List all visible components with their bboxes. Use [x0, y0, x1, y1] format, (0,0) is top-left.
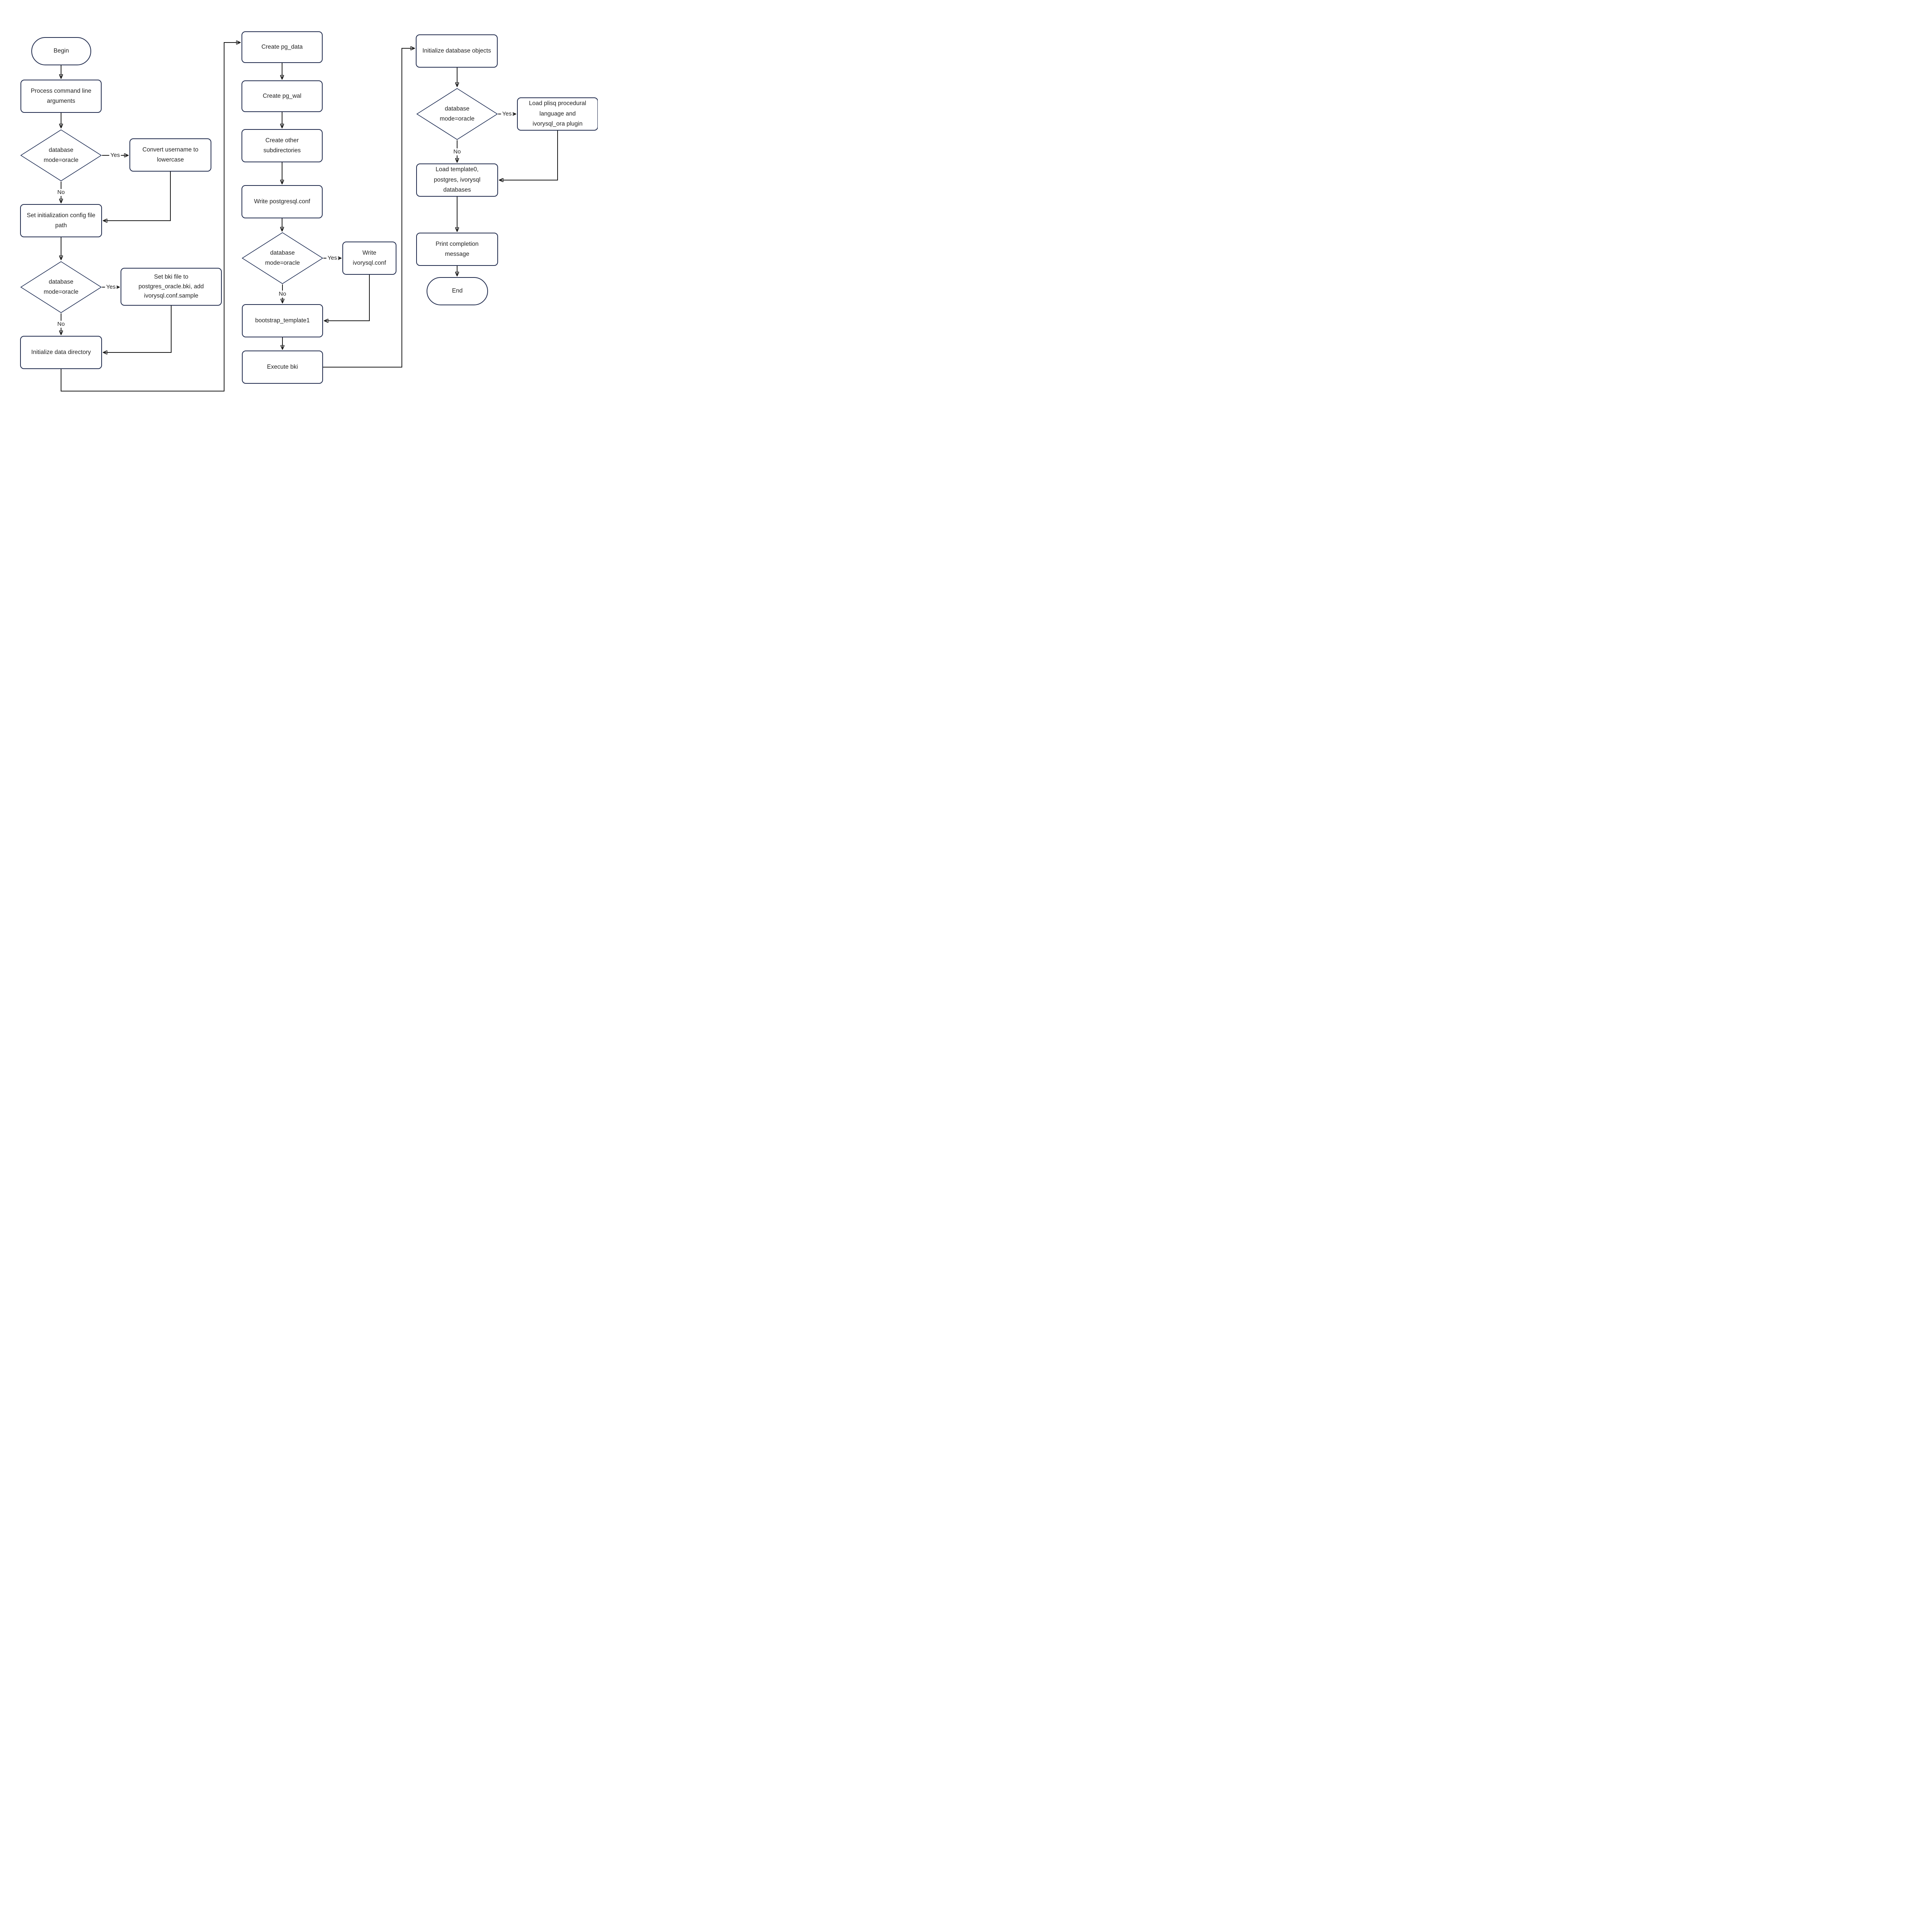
node-set-config-path: Set initialization config file path [20, 204, 102, 237]
edge-convert-setconfig [104, 172, 171, 221]
edge-setbki-initdir [104, 306, 172, 352]
node-create-subdirs-label: Create other subdirectories [263, 137, 301, 154]
node-print-msg-label: Print completion message [435, 240, 479, 257]
node-bootstrap-template1-label: bootstrap_template1 [255, 317, 310, 324]
node-end: End [427, 277, 488, 305]
branch-label-no-4: No [452, 148, 462, 155]
node-begin-label: Begin [53, 48, 69, 54]
node-write-ivyconf-label: Write ivorysql.conf [352, 249, 386, 266]
node-bootstrap-template1: bootstrap_template1 [242, 304, 323, 337]
branch-label-no-3: No [277, 291, 287, 298]
edge-executebki-initdbobjects [323, 48, 414, 368]
node-load-plisq-label: Load plisq procedural language and ivory… [529, 100, 587, 128]
node-init-data-dir-label: Initialize data directory [31, 349, 91, 356]
node-process-args: Process command line arguments [20, 80, 102, 113]
branch-label-yes-4: Yes [501, 111, 513, 117]
node-write-pgconf-label: Write postgresql.conf [254, 198, 310, 205]
node-decision-oracle-3: database mode=oracle [242, 232, 323, 284]
branch-label-yes-3: Yes [326, 255, 338, 262]
node-set-config-path-label: Set initialization config file path [27, 212, 95, 229]
node-execute-bki-label: Execute bki [267, 363, 298, 370]
node-create-subdirs: Create other subdirectories [242, 129, 323, 162]
branch-label-yes-1: Yes [109, 152, 121, 159]
diamond-shape [242, 232, 323, 284]
node-init-db-objects-label: Initialize database objects [422, 47, 491, 54]
branch-label-no-1: No [56, 189, 66, 196]
node-end-label: End [452, 288, 463, 294]
node-init-data-dir: Initialize data directory [20, 336, 102, 369]
node-process-args-label: Process command line arguments [31, 87, 92, 104]
node-load-dbs-label: Load template0, postgres, ivorysql datab… [434, 166, 481, 194]
node-print-msg: Print completion message [416, 233, 498, 266]
node-write-pgconf: Write postgresql.conf [242, 185, 323, 218]
node-decision-oracle-1: database mode=oracle [20, 129, 102, 182]
node-decision-oracle-4-label: database mode=oracle [439, 105, 475, 122]
connector-layer [0, 0, 558, 391]
node-begin: Begin [31, 37, 91, 65]
node-load-plisq: Load plisq procedural language and ivory… [517, 97, 598, 131]
edge-initdir-pgdata [61, 43, 240, 391]
node-create-pg-data: Create pg_data [242, 31, 323, 63]
diamond-shape [20, 129, 102, 181]
node-decision-oracle-2-label: database mode=oracle [43, 278, 79, 295]
node-decision-oracle-3-label: database mode=oracle [265, 249, 300, 266]
flowchart-canvas: Begin Process command line arguments dat… [0, 0, 598, 423]
node-set-bki-label: Set bki file to postgres_oracle.bki, add… [138, 273, 204, 300]
node-load-dbs: Load template0, postgres, ivorysql datab… [416, 163, 498, 197]
node-convert-username: Convert username to lowercase [129, 138, 211, 172]
node-convert-username-label: Convert username to lowercase [142, 146, 199, 163]
node-create-pg-wal: Create pg_wal [242, 80, 323, 112]
node-decision-oracle-2: database mode=oracle [20, 261, 102, 313]
node-set-bki: Set bki file to postgres_oracle.bki, add… [121, 268, 222, 306]
edge-loadplisq-loaddbs [500, 131, 558, 180]
node-decision-oracle-1-label: database mode=oracle [43, 146, 79, 163]
diamond-shape [416, 88, 498, 140]
node-create-pg-wal-label: Create pg_wal [263, 92, 301, 99]
branch-label-no-2: No [56, 321, 66, 328]
node-decision-oracle-4: database mode=oracle [416, 88, 498, 140]
node-create-pg-data-label: Create pg_data [261, 43, 303, 50]
edge-ivyconf-bootstrap [325, 275, 370, 321]
branch-label-yes-2: Yes [105, 284, 117, 291]
diamond-shape [20, 261, 102, 313]
node-write-ivyconf: Write ivorysql.conf [342, 242, 396, 275]
node-init-db-objects: Initialize database objects [416, 34, 498, 68]
node-execute-bki: Execute bki [242, 351, 323, 384]
